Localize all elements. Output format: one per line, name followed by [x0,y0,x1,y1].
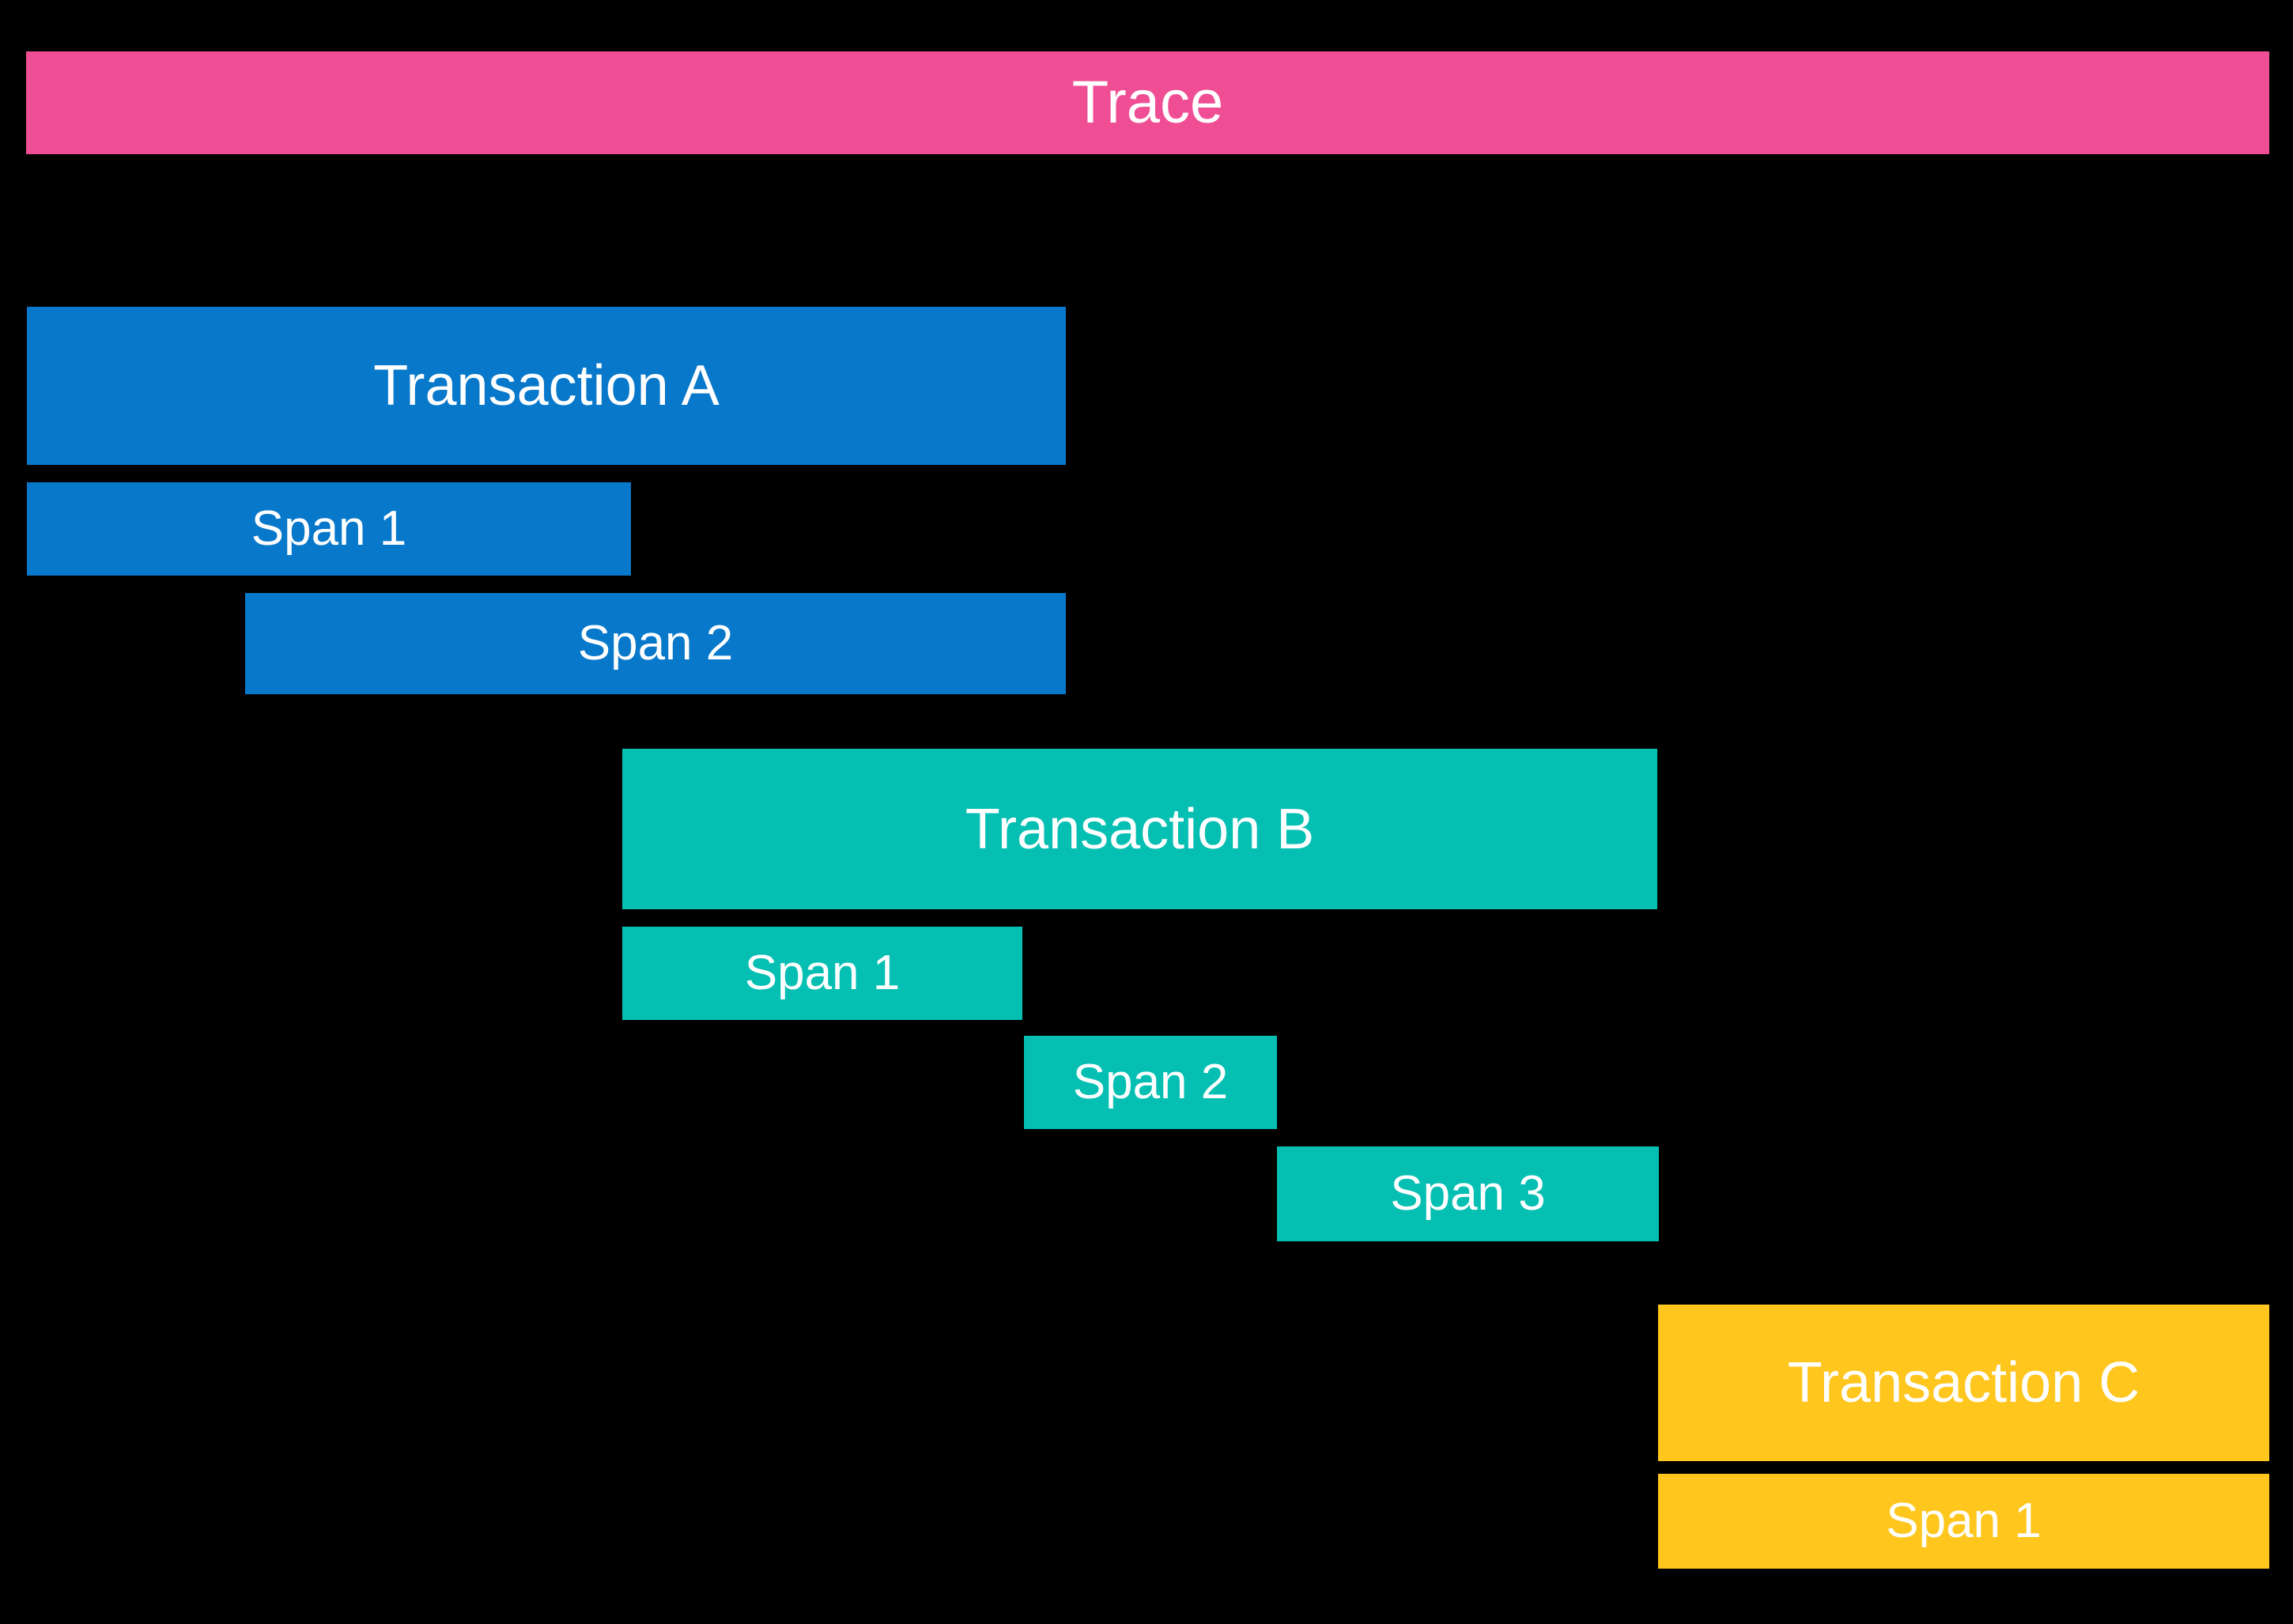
span-label: Span 1 [251,501,407,556]
transaction-label: Transaction A [373,354,720,417]
trace-label: Trace [1071,69,1224,136]
span-bar-transaction-b-span-3: Span 3 [1277,1146,1659,1241]
transaction-label: Transaction C [1787,1351,2140,1414]
span-label: Span 2 [1072,1055,1229,1109]
transaction-bar-transaction-b: Transaction B [622,749,1657,909]
span-label: Span 1 [744,946,901,1000]
transaction-bar-transaction-a: Transaction A [27,307,1066,465]
span-bar-transaction-a-span-1: Span 1 [27,482,631,576]
span-bar-transaction-b-span-1: Span 1 [622,927,1022,1020]
span-bar-transaction-b-span-2: Span 2 [1024,1036,1277,1129]
span-label: Span 3 [1390,1166,1546,1221]
transaction-label: Transaction B [965,797,1315,861]
span-label: Span 1 [1886,1494,2042,1548]
transaction-bar-transaction-c: Transaction C [1658,1305,2269,1461]
trace-bar: Trace [26,51,2269,154]
span-bar-transaction-c-span-1: Span 1 [1658,1474,2269,1569]
span-bar-transaction-a-span-2: Span 2 [245,593,1066,694]
span-label: Span 2 [577,616,734,670]
